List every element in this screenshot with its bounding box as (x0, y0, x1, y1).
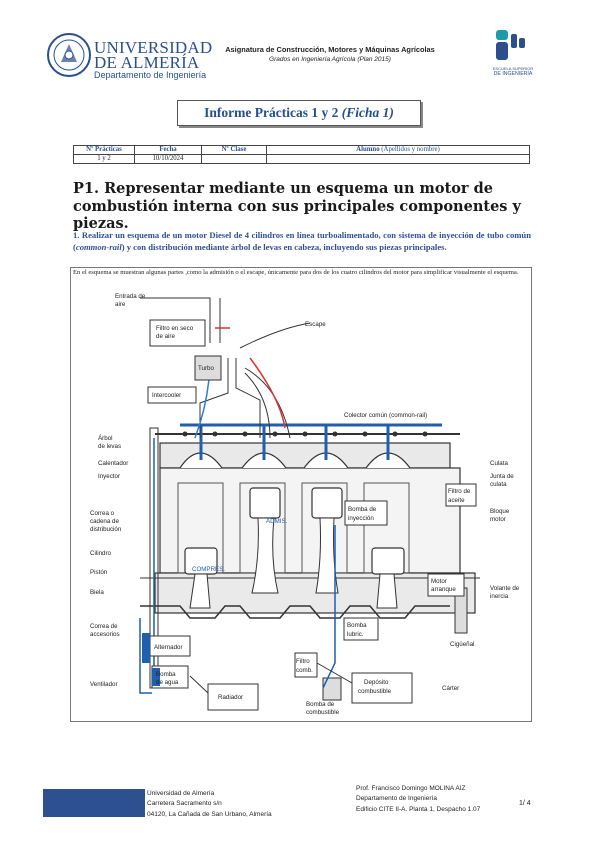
header-alumno: Alumno (Apellidos y nombre) (266, 145, 530, 155)
value-fecha[interactable]: 10/10/2024 (134, 154, 202, 164)
engine-diagram: Entrada de aire Filtro en seco de aire E… (90, 293, 520, 716)
label-bomba-comb-2: combustible (306, 709, 340, 716)
label-filtro-comb-1: Filtro (296, 658, 310, 665)
label-correa-dist-1: Correa o (90, 510, 115, 517)
university-name-line2: DE ALMERÍA (94, 53, 200, 72)
header-clase: Nº Clase (201, 145, 267, 155)
table-header-row: Nº Prácticas Fecha Nº Clase Alumno (Apel… (73, 145, 530, 155)
label-bomba-iny-2: inyección (348, 515, 374, 522)
footer-address: Universidad de Almería Carretera Sacrame… (147, 789, 272, 820)
label-filtro-2: de aire (156, 333, 175, 340)
department-name: Departamento de Ingeniería (94, 70, 207, 80)
label-bomba-lubric-2: lubric. (347, 631, 364, 638)
label-entrada-aire-2: aire (115, 301, 126, 308)
subject-title: Asignatura de Construcción, Motores y Má… (225, 45, 435, 54)
label-alternador: Alternador (154, 644, 183, 651)
exercise-statement-italic: common-rail (75, 241, 122, 252)
label-cilindro: Cilindro (90, 550, 112, 557)
label-filtro-aceite-2: aceite (448, 497, 465, 504)
exercise-statement-c: ) y con distribución mediante árbol de l… (121, 241, 447, 252)
label-arbol-2: de levas (98, 443, 121, 450)
eii-logo (496, 30, 525, 60)
label-correa-acc-1: Correa de (90, 623, 118, 630)
label-bomba-iny-1: Bomba de (348, 506, 377, 513)
value-clase[interactable] (201, 154, 267, 164)
exercise-statement: 1. Realizar un esquema de un motor Diese… (73, 230, 531, 253)
label-bomba-comb-1: Bomba de (306, 701, 335, 708)
footer-address-line1: Universidad de Almería (147, 790, 215, 797)
report-title-italic: (Ficha 1) (341, 105, 394, 120)
label-motor-arranque-2: arranque (431, 586, 456, 593)
label-piston: Pistón (90, 569, 108, 576)
label-carter: Cárter (442, 685, 459, 692)
value-alumno[interactable] (266, 154, 530, 164)
label-colector: Colector común (common-rail) (344, 412, 427, 419)
footer-professor-dept: Departamento de Ingeniería (356, 795, 437, 803)
label-inyector: Inyector (98, 473, 120, 480)
label-bomba-agua-2: de agua (156, 679, 179, 686)
label-volante-2: inercia (490, 593, 509, 600)
label-culata: Culata (490, 460, 508, 467)
university-seal-logo (47, 33, 91, 77)
label-deposito-1: Depósito (364, 679, 389, 686)
label-turbo: Turbo (198, 365, 214, 372)
figure-frame (70, 267, 532, 722)
university-name: UNIVERSIDAD DE ALMERÍA (94, 38, 213, 72)
eii-logo-line2: DE INGENIERÍA (493, 71, 533, 77)
exercise-statement-a: 1. Realizar un esquema de un motor Diese… (73, 230, 531, 252)
university-name-line1: UNIVERSIDAD (94, 38, 213, 57)
label-bloque-2: motor (490, 516, 506, 523)
label-volante-1: Volante de (490, 585, 520, 592)
report-title: Informe Prácticas 1 y 2 (Ficha 1) (177, 100, 421, 126)
label-ciguenal: Cigüeñal (450, 641, 474, 648)
label-radiador: Radiador (218, 694, 243, 701)
label-biela: Biela (90, 589, 104, 596)
degree-subtitle: Grados en Ingeniería Agrícola (Plan 2015… (269, 56, 391, 63)
label-filtro-comb-2: comb. (296, 667, 313, 674)
label-bomba-agua-1: Bomba (156, 671, 176, 678)
label-junta-2: culata (490, 481, 507, 488)
header-alumno-label: Alumno (356, 146, 380, 153)
footer-color-bar (43, 789, 145, 817)
label-filtro-aceite-1: Filtro de (448, 488, 471, 495)
student-info-table: Nº Prácticas Fecha Nº Clase Alumno (Apel… (73, 145, 530, 164)
section-title: P1. Representar mediante un esquema un m… (73, 180, 521, 232)
label-admis: ADMIS. (266, 518, 288, 525)
footer-address-line2: Carretera Sacramento s/n (147, 800, 222, 808)
label-ventilador: Ventilador (90, 681, 118, 688)
page-number: 1/ 4 (519, 800, 531, 807)
label-deposito-2: combustible (358, 688, 392, 695)
label-bloque-1: Bloque (490, 508, 510, 515)
label-correa-dist-3: distribución (90, 526, 122, 533)
label-intercooler: Intercooler (152, 392, 181, 399)
value-practicas[interactable]: 1 y 2 (73, 154, 135, 164)
label-bomba-lubric-1: Bomba (347, 622, 367, 629)
footer-professor: Prof. Francisco Domingo MOLINA AIZ Depar… (356, 784, 480, 815)
label-arbol-1: Árbol (98, 435, 112, 442)
report-title-main: Informe Prácticas 1 y 2 (204, 105, 342, 120)
header-fecha: Fecha (134, 145, 202, 155)
label-motor-arranque-1: Motor (431, 578, 447, 585)
footer-address-line3: 04120, La Cañada de San Urbano, Almería (147, 810, 272, 818)
label-compres: COMPRES. (192, 566, 225, 573)
label-junta-1: Junta de (490, 473, 514, 480)
table-row: 1 y 2 10/10/2024 (73, 154, 530, 164)
figure-caption: En el esquema se muestran algunas partes… (73, 269, 519, 276)
footer-professor-name: Prof. Francisco Domingo MOLINA AIZ (356, 785, 466, 792)
label-correa-dist-2: cadena de (90, 518, 119, 525)
label-escape: Escape (305, 321, 326, 328)
label-calentador: Calentador (98, 460, 128, 467)
label-entrada-aire-1: Entrada de (115, 293, 146, 300)
footer-professor-office: Edificio CITE II-A. Planta 1, Despacho 1… (356, 805, 481, 813)
header-practicas: Nº Prácticas (73, 145, 135, 155)
label-filtro-1: Filtro en seco (156, 325, 194, 332)
eii-logo-line1: ESCUELA SUPERIOR (492, 66, 534, 71)
header-alumno-hint: (Apellidos y nombre) (381, 146, 440, 153)
label-correa-acc-2: accesorios (90, 631, 120, 638)
